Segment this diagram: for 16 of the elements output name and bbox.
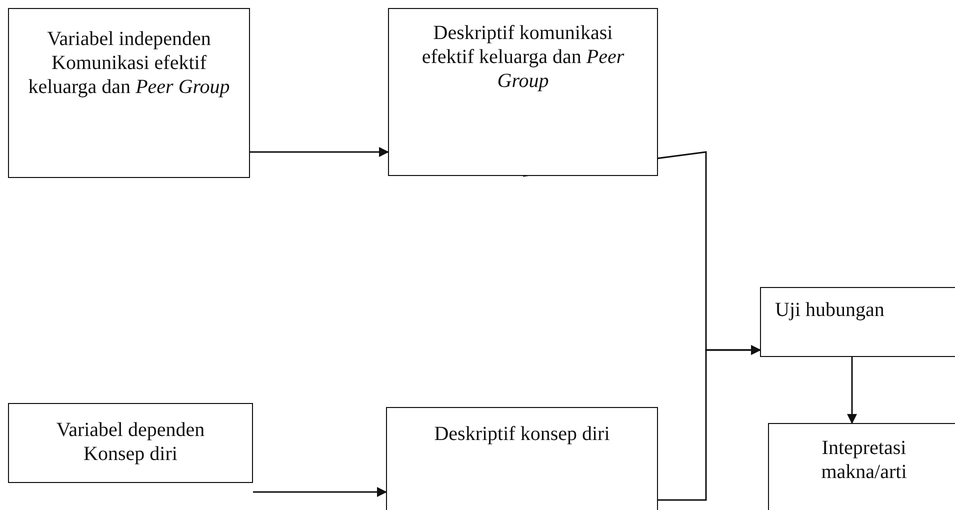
arrow [847, 357, 857, 424]
process-box [760, 287, 955, 357]
box-text: Uji hubungan [775, 298, 886, 322]
arrow [250, 147, 389, 157]
process-box [388, 8, 658, 176]
box-text: Deskriptif komunikasi efektif keluarga dan Peer Group [420, 21, 626, 93]
box-text: Variabel dependen Konsep diri [55, 418, 206, 466]
process-box [768, 423, 955, 510]
process-box [8, 8, 250, 178]
box-text: Intepretasi makna/arti [820, 436, 908, 484]
process-box [386, 407, 658, 510]
box-text: Variabel independen Komunikasi efektif keluarga dan Peer Group [27, 27, 231, 99]
process-box [8, 403, 253, 483]
arrow [658, 345, 761, 501]
arrow [253, 487, 387, 497]
box-text: Deskriptif konsep diri [433, 422, 611, 446]
